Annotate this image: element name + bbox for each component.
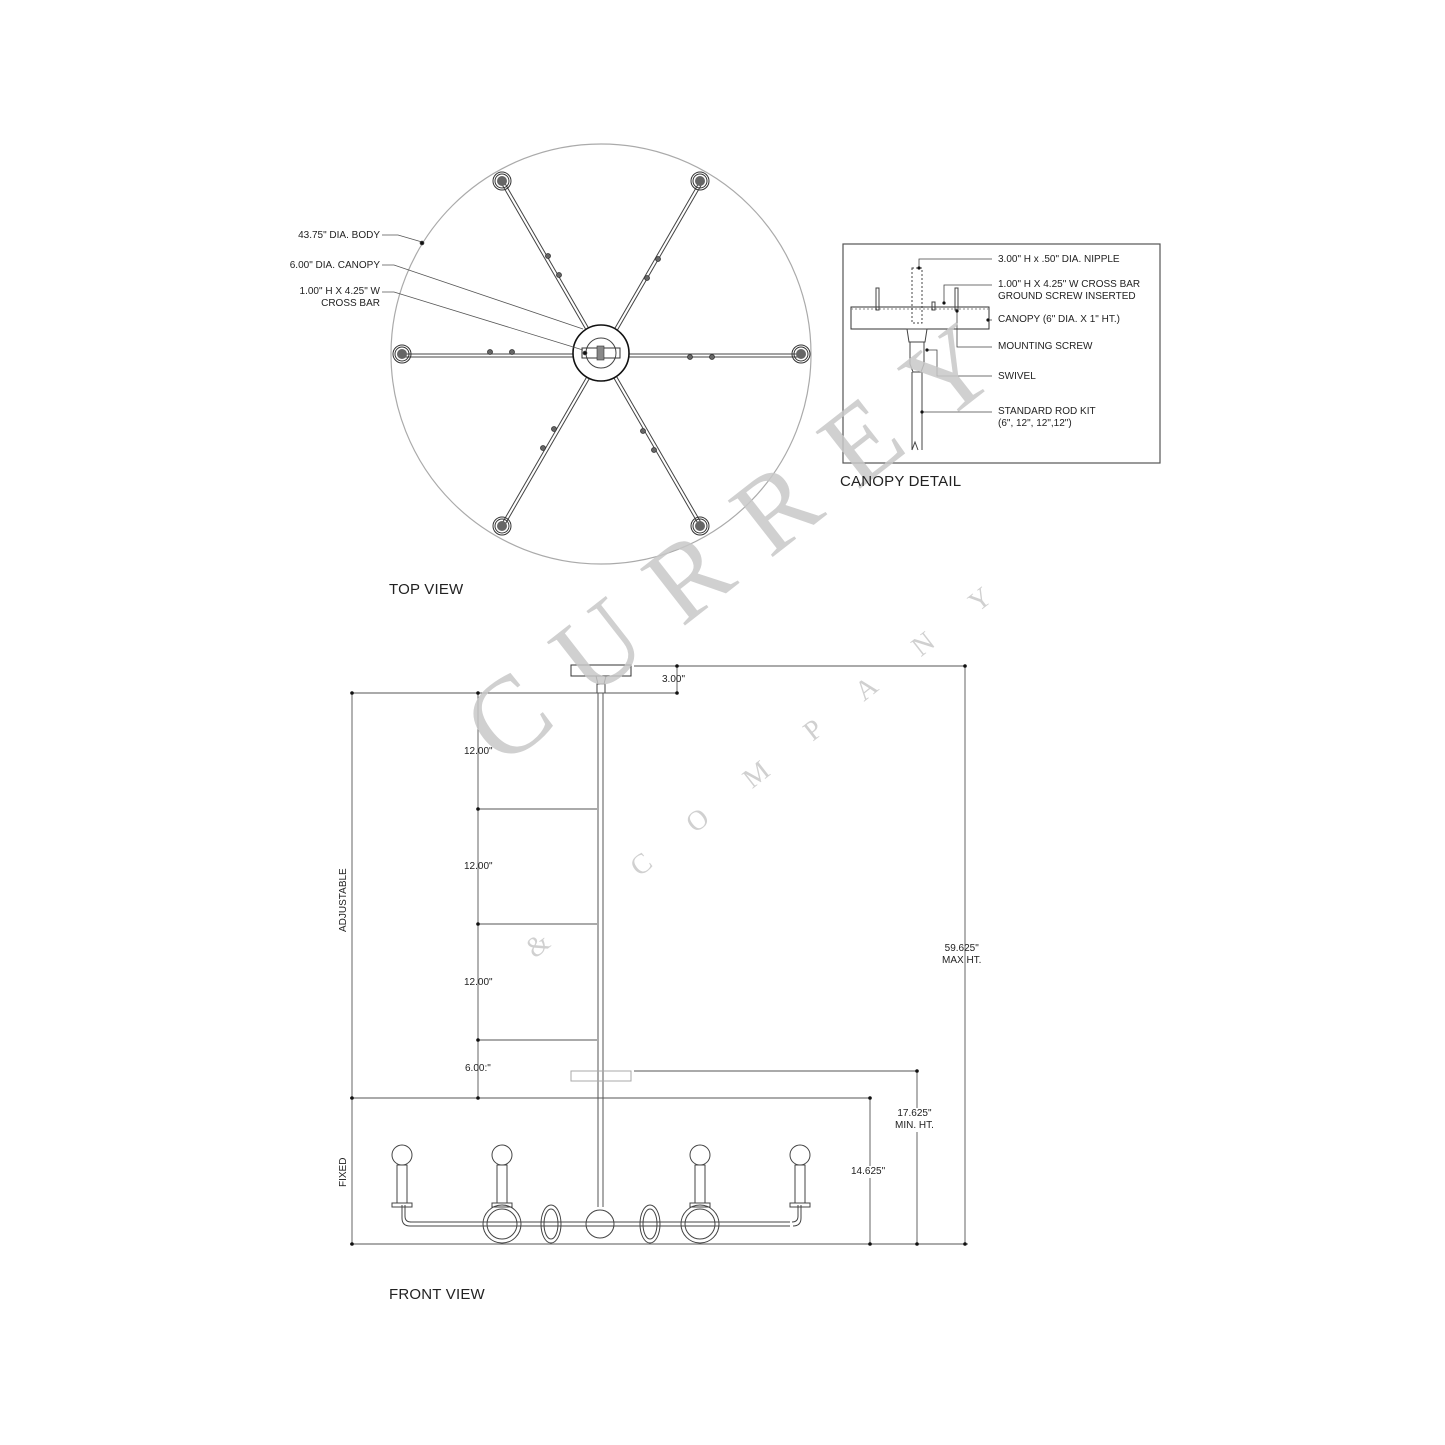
dim-max-height-value: 59.625" [944, 943, 979, 954]
dim-min-height: 17.625" MIN. HT. [895, 1108, 934, 1132]
callout-rod-kit-1: STANDARD ROD KIT [998, 406, 1096, 417]
callout-canopy-diameter: 6.00" DIA. CANOPY [289, 260, 380, 271]
chandelier-body [391, 1144, 811, 1244]
top-view-drawing [382, 143, 812, 565]
canopy-detail-frame [842, 243, 1161, 464]
callout-crossbar-2: GROUND SCREW INSERTED [998, 291, 1136, 302]
dim-max-height: 59.625" MAX HT. [942, 943, 981, 967]
body-diameter-circle [390, 143, 812, 565]
callout-mounting-screw: MOUNTING SCREW [998, 341, 1093, 352]
front-view-drawing [350, 664, 968, 1246]
callout-nipple: 3.00" H x .50" DIA. NIPPLE [998, 254, 1120, 265]
dim-rod-2: 12.00" [464, 861, 493, 872]
callout-canopy: CANOPY (6" DIA. X 1" HT.) [998, 314, 1120, 325]
dim-rod-1: 12.00" [464, 746, 493, 757]
label-adjustable: ADJUSTABLE [338, 868, 349, 932]
top-view-title: TOP VIEW [389, 581, 464, 598]
canopy-detail-drawing [842, 243, 1161, 464]
dim-min-height-label: MIN. HT. [895, 1120, 934, 1131]
socket-cups [392, 171, 811, 536]
front-view-title: FRONT VIEW [389, 1286, 485, 1303]
callout-rod-kit-2: (6", 12", 12",12") [998, 418, 1072, 429]
dim-rod-4: 6.00:" [465, 1063, 491, 1074]
callout-cross-bar-line2: CROSS BAR [321, 298, 380, 309]
dim-rod-3: 12.00" [464, 977, 493, 988]
callout-cross-bar-line1: 1.00" H X 4.25" W [299, 286, 380, 297]
dim-max-height-label: MAX HT. [942, 955, 982, 966]
label-fixed: FIXED [338, 1157, 349, 1187]
callout-body-diameter: 43.75" DIA. BODY [298, 230, 380, 241]
dim-fixed-height: 14.625" [851, 1166, 886, 1178]
dim-min-height-value: 17.625" [897, 1108, 932, 1119]
canopy-detail-title: CANOPY DETAIL [840, 473, 962, 490]
callout-crossbar-1: 1.00" H X 4.25" W CROSS BAR [998, 279, 1141, 290]
front-canopy [570, 664, 632, 677]
dim-canopy-height: 3.00" [662, 674, 686, 685]
callout-cross-bar: 1.00" H X 4.25" W CROSS BAR [300, 286, 380, 310]
callout-swivel: SWIVEL [998, 371, 1036, 382]
